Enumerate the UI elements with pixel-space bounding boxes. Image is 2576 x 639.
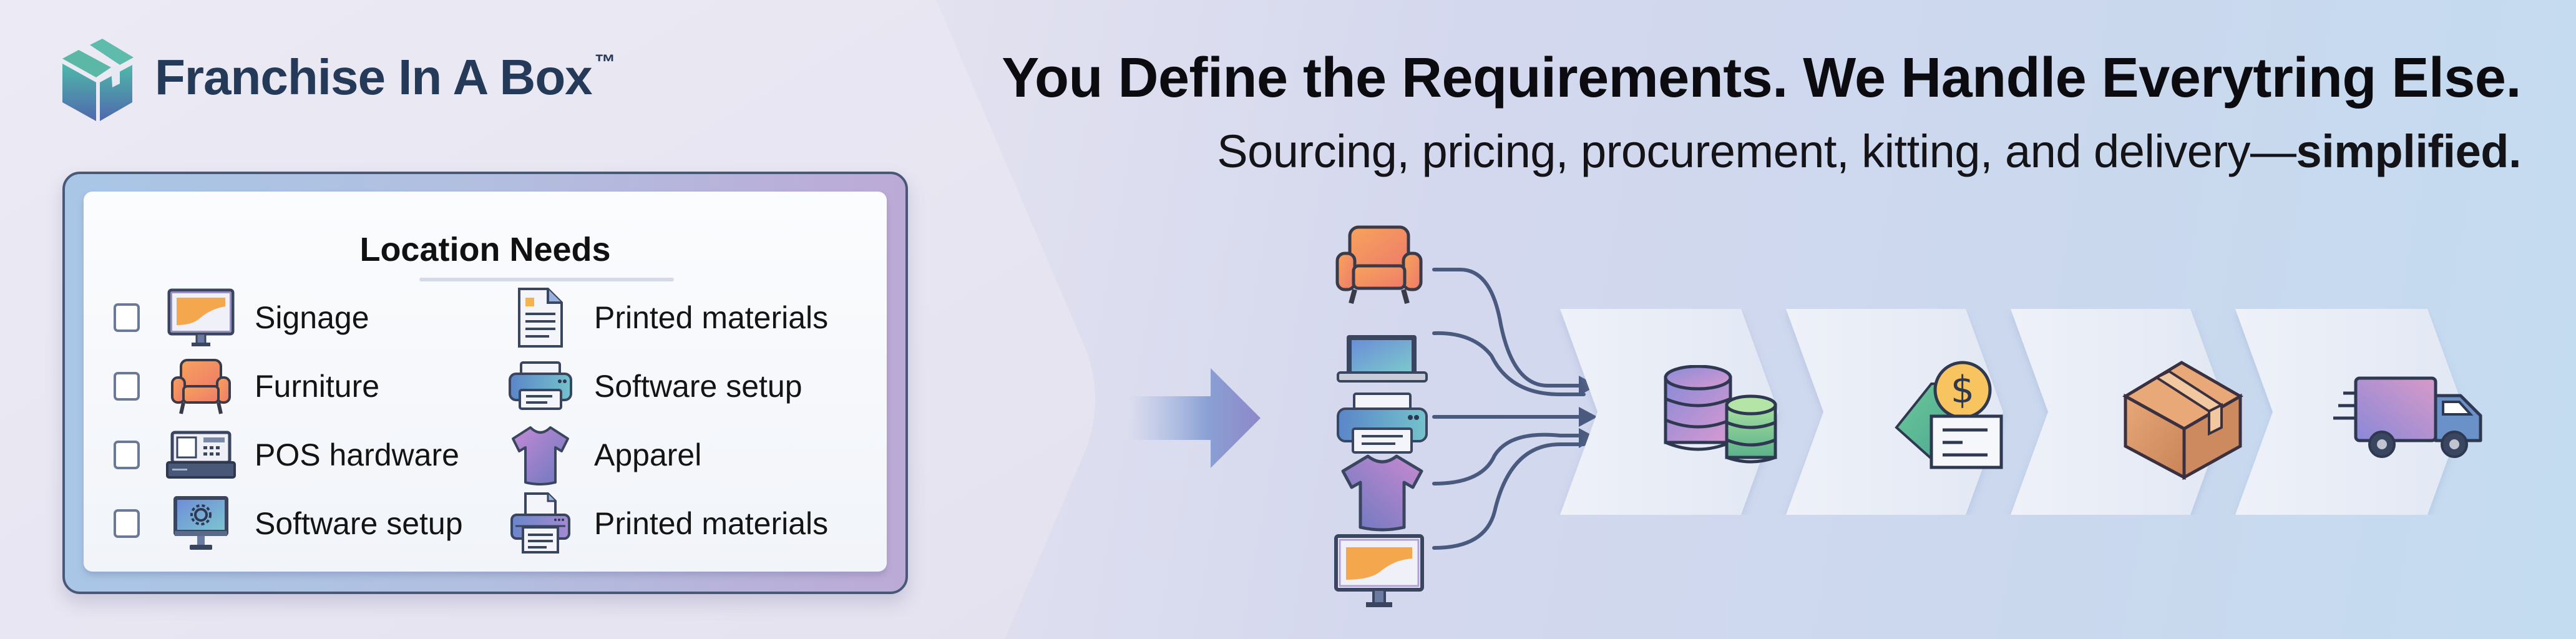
need-item-furniture[interactable]: Furniture	[114, 355, 379, 417]
checkbox[interactable]	[114, 441, 140, 469]
checkbox[interactable]	[114, 303, 140, 332]
flow-signage-monitor-icon	[1334, 534, 1424, 607]
item-label: Furniture	[255, 369, 380, 404]
subtitle: Sourcing, pricing, procurement, kitting,…	[1217, 125, 2522, 177]
item-label: POS hardware	[255, 437, 459, 472]
flow-laptop-icon	[1337, 335, 1428, 383]
flow-connector-lines	[1432, 268, 1598, 550]
panel-title: Location Needs	[359, 231, 611, 268]
item-label: Signage	[255, 300, 369, 335]
computer-gear-icon	[166, 492, 236, 555]
need-item-pos-hardware[interactable]: POS hardware	[114, 424, 459, 486]
arrow-right-icon	[1129, 368, 1261, 468]
need-item-printed-materials-printer[interactable]: Printed materials	[505, 492, 828, 555]
subtitle-emphasis: simplified.	[2296, 125, 2522, 177]
need-item-signage[interactable]: Signage	[114, 286, 369, 349]
document-icon	[505, 286, 575, 349]
flow-tshirt-icon	[1341, 454, 1423, 532]
checkbox[interactable]	[114, 372, 140, 401]
item-label: Apparel	[594, 437, 702, 472]
need-item-software-setup[interactable]: Software setup	[114, 492, 463, 555]
need-item-software-setup-printer[interactable]: Software setup	[505, 355, 803, 417]
item-label: Printed materials	[594, 300, 829, 335]
title-underline	[419, 278, 674, 281]
svg-text:$: $	[1951, 368, 1974, 412]
need-item-apparel[interactable]: Apparel	[505, 424, 701, 486]
headline: You Define the Requirements. We Handle E…	[1002, 47, 2521, 109]
armchair-icon	[166, 355, 236, 417]
item-label: Printed materials	[594, 506, 829, 541]
flow-armchair-icon	[1335, 225, 1423, 305]
delivery-truck-icon	[2333, 376, 2482, 458]
flow-printer-icon	[1337, 393, 1428, 454]
cardboard-box-icon	[2122, 361, 2244, 480]
item-label: Software setup	[594, 369, 803, 404]
location-needs-panel: Location Needs Signage Furniture POS har…	[62, 172, 908, 594]
checkbox[interactable]	[114, 509, 140, 538]
item-label: Software setup	[255, 506, 463, 541]
signage-monitor-icon	[166, 286, 236, 349]
location-needs-card: Location Needs Signage Furniture POS har…	[84, 192, 887, 572]
box-logo-icon	[62, 39, 134, 121]
pos-terminal-icon	[166, 424, 236, 486]
dollar-invoice-icon: $	[1895, 361, 2003, 469]
printer-document-icon	[505, 492, 575, 555]
tshirt-icon	[505, 424, 575, 486]
printer-icon	[505, 355, 575, 417]
coin-stacks-icon	[1664, 365, 1777, 464]
need-item-printed-materials[interactable]: Printed materials	[505, 286, 828, 349]
